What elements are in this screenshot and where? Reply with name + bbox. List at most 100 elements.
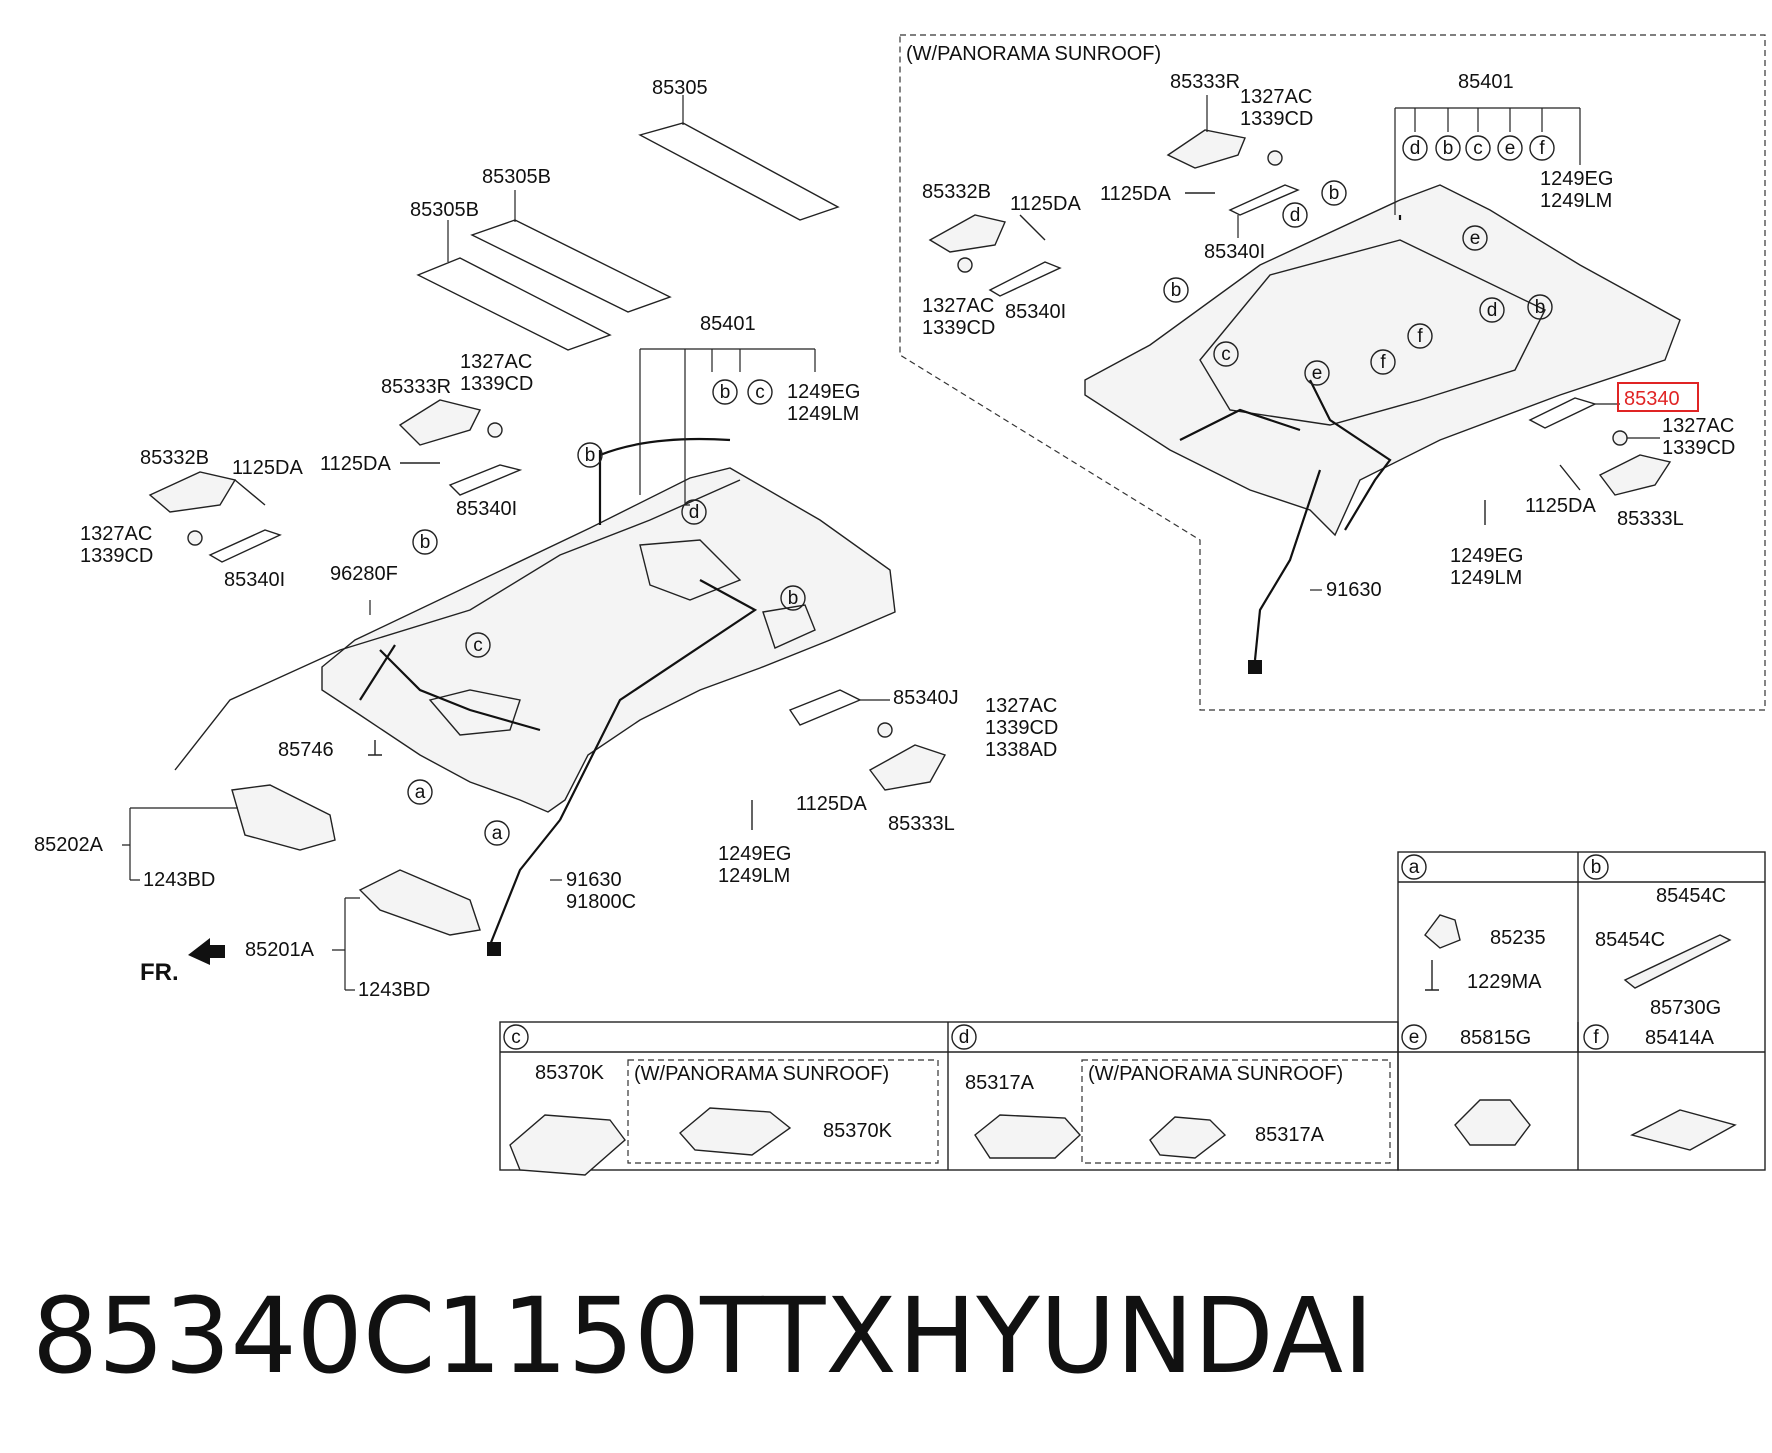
label-1125da-main-b: 1125DA [232, 457, 303, 479]
bracket-85332b-main [148, 471, 237, 513]
label-85340i-pano-a: 85340I [1204, 241, 1265, 263]
roof-pad-85305 [638, 95, 840, 221]
lamp-bezel-85370k-2 [678, 1107, 792, 1156]
svg-text:c: c [1221, 344, 1231, 365]
handle-85340i-pano-a [1228, 184, 1300, 216]
svg-text:d: d [1290, 205, 1301, 226]
label-85730g: 85730G [1650, 997, 1721, 1019]
callout-f-pano-top: f [1529, 135, 1555, 161]
label-85815g: 85815G [1460, 1027, 1531, 1049]
svg-text:e: e [1505, 138, 1516, 159]
highlight-label: 85340 [1624, 388, 1680, 410]
clip-85235-icon [1424, 914, 1461, 949]
label-85305b-1: 85305B [482, 166, 551, 188]
svg-text:d: d [1410, 138, 1421, 159]
bracket-85332b-pano [928, 214, 1006, 253]
bracket-85333l-main [868, 744, 947, 791]
label-85370k-1: 85370K [535, 1062, 605, 1084]
label-85317a-2: 85317A [1255, 1124, 1325, 1146]
label-85401-main: 85401 [700, 313, 756, 335]
pano-headliner [1084, 184, 1681, 537]
label-1125da-main-c: 1125DA [796, 793, 867, 815]
label-1249eg-pano-b: 1249EG [1450, 545, 1523, 567]
main-headliner [321, 467, 896, 813]
label-1327ac-main-b: 1327AC [80, 523, 152, 545]
label-85340i-main-b: 85340I [224, 569, 285, 591]
callout-b-main-3: b [780, 585, 806, 611]
label-1125da-pano-c: 1125DA [1525, 495, 1596, 517]
clip-85815g-icon [1454, 1099, 1531, 1146]
svg-text:b: b [585, 445, 596, 466]
label-1338ad-main: 1338AD [985, 739, 1057, 761]
bar-85730g-icon [1623, 934, 1732, 989]
label-85333r-main: 85333R [381, 376, 451, 398]
label-1339cd-main-a: 1339CD [460, 373, 533, 395]
label-85333l-pano: 85333L [1617, 508, 1684, 530]
lamp-bezel-85317a-2 [1149, 1116, 1227, 1159]
table-header-a: a [1401, 854, 1427, 880]
label-85305b-2: 85305B [410, 199, 479, 221]
panorama-box-title: (W/PANORAMA SUNROOF) [906, 43, 1161, 65]
clip-1327ac-pano-b [957, 257, 973, 273]
label-85340i-main-a: 85340I [456, 498, 517, 520]
callout-a-main-2: a [484, 820, 510, 846]
label-85201a: 85201A [245, 939, 315, 961]
label-pano-d: (W/PANORAMA SUNROOF) [1088, 1063, 1343, 1085]
label-85305: 85305 [652, 77, 708, 99]
label-1327ac-pano-b: 1327AC [922, 295, 994, 317]
callout-e-pano-2: e [1304, 360, 1330, 386]
svg-text:b: b [1591, 857, 1602, 878]
label-85454c-2: 85454C [1595, 929, 1665, 951]
label-1327ac-main-a: 1327AC [460, 351, 532, 373]
label-1339cd-pano-c: 1339CD [1662, 437, 1735, 459]
label-1339cd-main-b: 1339CD [80, 545, 153, 567]
svg-text:c: c [473, 635, 483, 656]
bracket-85333r-main [398, 399, 482, 446]
label-1249eg-main-b: 1249EG [718, 843, 791, 865]
leader-85401-pano [1394, 107, 1581, 215]
callout-b-main-4: b [712, 379, 738, 405]
label-1125da-pano-a: 1125DA [1100, 183, 1171, 205]
reference-table [499, 851, 1766, 1171]
roof-pad-85305b-upper [470, 190, 672, 313]
svg-text:c: c [1473, 138, 1483, 159]
pano-connector [1248, 660, 1262, 674]
sunvisor-85201a [332, 869, 481, 991]
screw-1229ma-icon [1425, 960, 1439, 991]
panorama-box-d [1081, 1059, 1391, 1164]
label-1249lm-main-b: 1249LM [718, 865, 790, 887]
panorama-box-c [627, 1059, 939, 1164]
bracket-85333l-pano [1598, 454, 1672, 496]
label-1249eg-pano: 1249EG [1540, 168, 1613, 190]
handle-85340i-pano-b [988, 261, 1062, 297]
label-85202a: 85202A [34, 834, 104, 856]
table-header-c: c [503, 1024, 529, 1050]
label-85332b-pano: 85332B [922, 181, 991, 203]
clip-1327ac-main-b [187, 530, 203, 546]
callout-b-main-1: b [577, 442, 603, 468]
callout-f-pano-2: f [1370, 349, 1396, 375]
screw-1125da-pano-c [1559, 464, 1581, 491]
label-85454c-1: 85454C [1656, 885, 1726, 907]
label-1125da-pano-b: 1125DA [1010, 193, 1081, 215]
screw-1125da-pano-b [1019, 214, 1046, 241]
svg-text:f: f [1380, 352, 1386, 373]
handle-85340j-main [788, 689, 862, 726]
label-85340i-pano-b: 85340I [1005, 301, 1066, 323]
label-1249lm-main: 1249LM [787, 403, 859, 425]
label-1243bd-a: 1243BD [143, 869, 215, 891]
clip-1327ac-main-a [487, 422, 503, 438]
callout-f-pano-1: f [1407, 323, 1433, 349]
label-1249lm-pano-b: 1249LM [1450, 567, 1522, 589]
callout-b-main-2: b [412, 529, 438, 555]
screw-1125da-main-b [234, 479, 266, 506]
label-1327ac-pano-a: 1327AC [1240, 86, 1312, 108]
svg-text:b: b [420, 532, 431, 553]
svg-text:d: d [959, 1027, 970, 1048]
pad-85414a-icon [1630, 1109, 1737, 1151]
pin-85746 [368, 740, 382, 756]
callout-a-main-1: a [407, 779, 433, 805]
callout-e-pano-top: e [1497, 135, 1523, 161]
svg-text:b: b [1535, 297, 1546, 318]
svg-text:f: f [1593, 1027, 1599, 1048]
